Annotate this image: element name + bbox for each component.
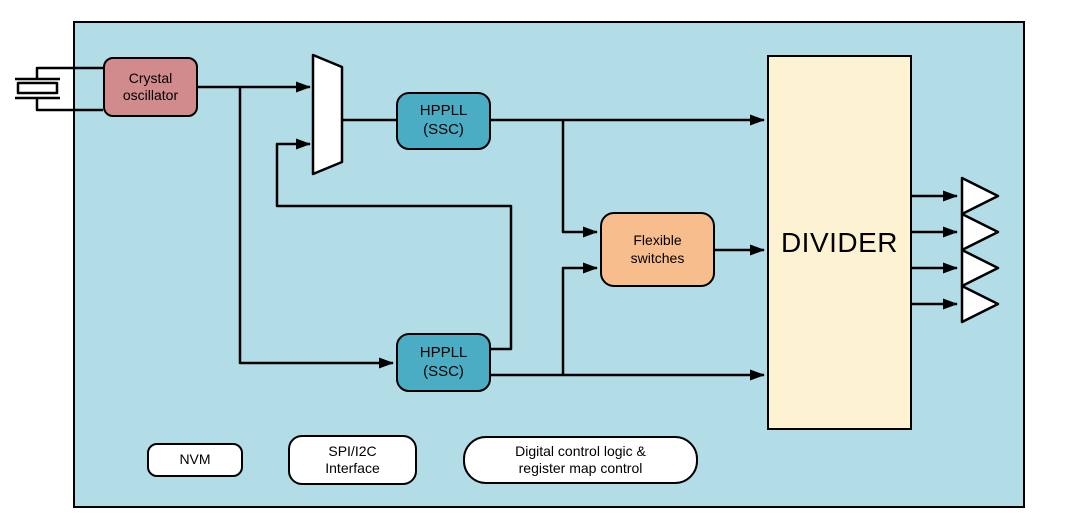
block-flexible-switches: Flexible switches <box>600 212 715 287</box>
block-crystal-oscillator: Crystal oscillator <box>103 57 198 117</box>
block-label: NVM <box>179 451 211 468</box>
block-spi-i2c-interface: SPI/I2C Interface <box>288 435 417 485</box>
block-label: DIVIDER <box>780 227 899 258</box>
block-label: Digital control logic & register map con… <box>515 442 646 477</box>
block-nvm: NVM <box>147 443 243 477</box>
block-label: Flexible switches <box>630 232 685 266</box>
block-label: SPI/I2C Interface <box>325 442 380 477</box>
block-label: Crystal oscillator <box>122 69 179 104</box>
block-label: HPPLL (SSC) <box>419 343 468 380</box>
block-divider: DIVIDER <box>767 55 912 430</box>
block-hppll-bottom: HPPLL (SSC) <box>396 333 491 392</box>
block-digital-control: Digital control logic & register map con… <box>463 436 698 484</box>
block-label: HPPLL (SSC) <box>419 102 468 138</box>
block-hppll-top: HPPLL (SSC) <box>396 92 491 150</box>
